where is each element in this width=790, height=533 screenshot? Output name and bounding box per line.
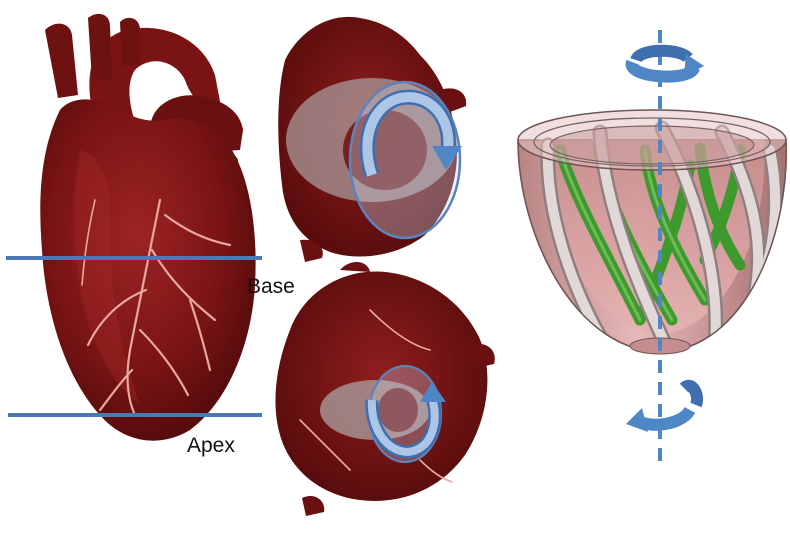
whole-heart-illustration [40,14,255,441]
ventricle-fiber-model [518,110,786,354]
vessel-stub [340,262,370,272]
top-rotation-arrow-icon [632,51,704,77]
apex-label: Apex [187,434,235,457]
vessel-branch [88,14,112,80]
vessel-stub [302,496,324,516]
vessel-branch [45,24,78,98]
basal-slice-view [278,17,466,262]
vessel-branch [120,18,140,66]
ventricle-inner-rim [550,126,754,164]
base-label: Base [247,275,295,298]
heart-body [40,99,255,440]
apical-slice-view [275,262,494,516]
